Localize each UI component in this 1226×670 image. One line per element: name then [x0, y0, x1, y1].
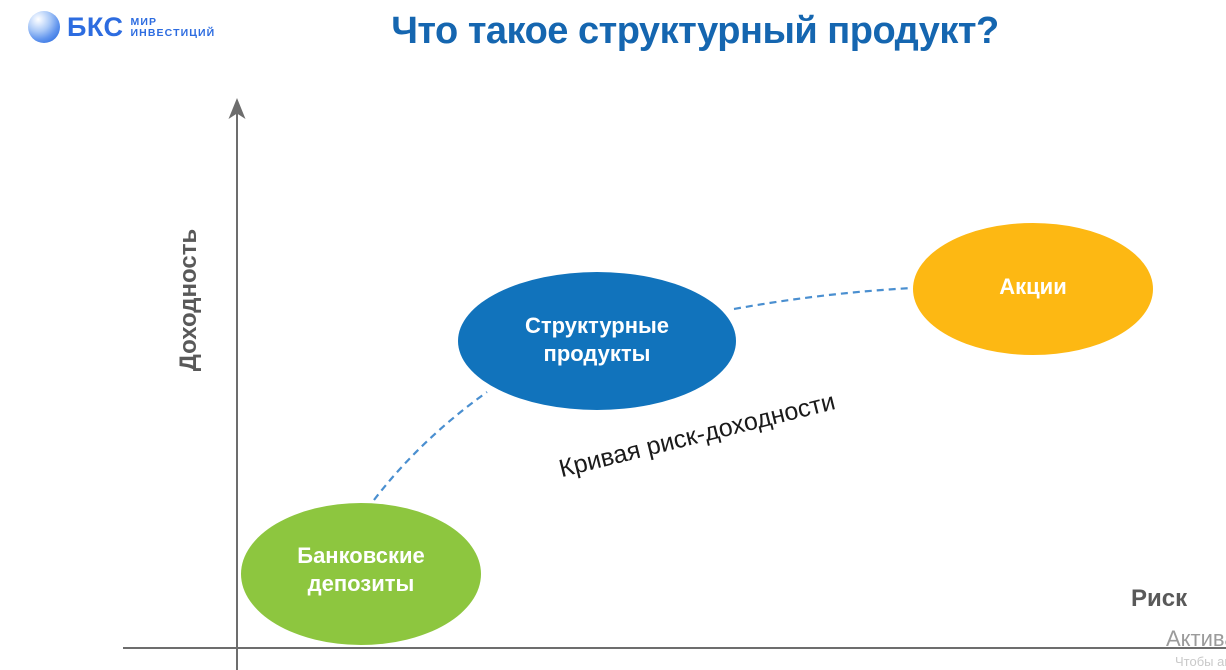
y-axis-label: Доходность — [175, 229, 202, 371]
logo-tagline: МИР ИНВЕСТИЦИЙ — [130, 15, 216, 40]
bank-deposits-ellipse — [241, 503, 481, 645]
bks-logo: БКС МИР ИНВЕСТИЦИЙ — [28, 11, 215, 43]
structured-products-label-line1: Структурные — [525, 313, 669, 338]
logo-tagline-line1: МИР — [130, 15, 158, 28]
curve-segment-low — [373, 391, 488, 501]
curve-segment-high — [733, 286, 913, 311]
windows-activation-watermark-line1: Активация Windows — [1166, 626, 1226, 651]
bank-deposits-label-line1: Банковские — [297, 543, 424, 568]
x-axis-label: Риск — [1131, 585, 1188, 612]
y-axis-arrow-icon — [228, 98, 246, 119]
stocks-label: Акции — [999, 274, 1066, 299]
logo-tagline-line2: ИНВЕСТИЦИЙ — [130, 27, 216, 39]
logo-brand-text: БКС — [67, 11, 124, 42]
windows-activation-watermark-line2: Чтобы активировать Windows — [1175, 654, 1226, 669]
structured-products-ellipse — [458, 272, 736, 410]
stocks-ellipse — [913, 223, 1153, 355]
bks-sphere-icon — [28, 11, 60, 43]
slide-title: Что такое структурный продукт? — [391, 10, 999, 52]
structured-products-label-line2: продукты — [544, 341, 651, 366]
bank-deposits-label-line2: депозиты — [308, 571, 415, 596]
